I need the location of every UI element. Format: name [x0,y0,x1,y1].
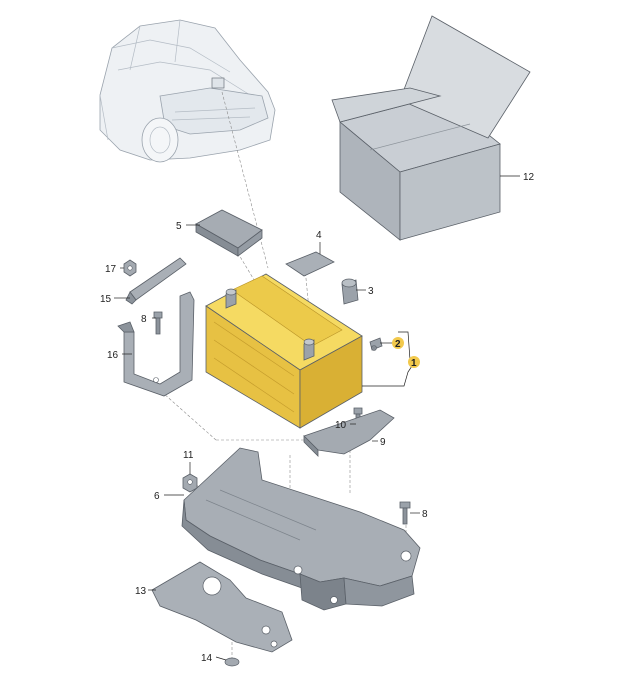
label-part-3: 3 [368,286,374,297]
car-illustration [99,19,276,163]
part-8-bolt-lower [399,501,411,525]
label-part-2: 2 [395,339,401,350]
part-4-pad [285,251,335,277]
part-9-clamp [303,409,395,457]
label-part-14: 14 [201,653,213,664]
part-8-bolt-upper [153,311,163,335]
part-3-terminal-cap [341,278,359,305]
label-part-4: 4 [316,230,322,241]
part-14-clip [224,657,240,667]
part-16-clamp-bracket [117,291,195,397]
highlight-dot-1 [408,356,420,368]
label-part-8-upper: 8 [141,314,147,325]
part-6-battery-tray [181,447,421,611]
part-2-bolt [369,337,383,351]
label-part-5: 5 [176,221,182,232]
leader-lines [114,175,520,661]
label-part-9: 9 [380,437,386,448]
label-part-17: 17 [105,264,117,275]
label-part-12: 12 [523,172,535,183]
label-part-11: 11 [183,450,194,461]
label-part-6: 6 [154,491,160,502]
part-15-strap [125,257,187,305]
part-13-pad [151,561,293,653]
part-labels: 1 2 3 4 5 6 8 8 9 10 11 12 13 14 15 16 1… [100,172,535,664]
label-part-8-lower: 8 [422,509,428,520]
battery-location-marker [211,77,225,89]
part-17-nut [123,259,137,277]
highlight-dot-2 [392,337,404,349]
part-11-nut [182,473,198,493]
label-part-10: 10 [335,420,347,431]
part-5-cover [195,209,263,257]
part-12-battery-box [331,15,531,241]
label-part-16: 16 [107,350,119,361]
label-part-15: 15 [100,294,112,305]
part-1-battery [205,273,363,429]
label-part-1: 1 [411,358,417,369]
label-part-13: 13 [135,586,147,597]
